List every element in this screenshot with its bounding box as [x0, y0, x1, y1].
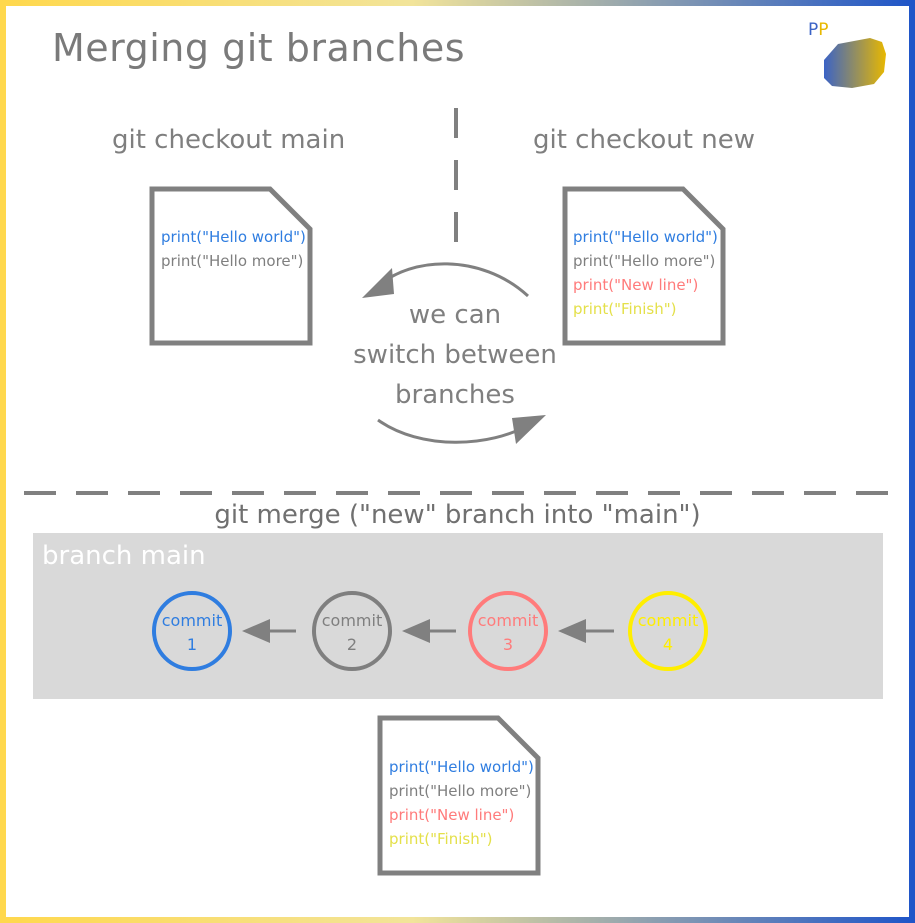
commit-number: 2	[346, 635, 358, 654]
main-code-block: print("Hello world") print("Hello more")	[161, 225, 306, 273]
arrowhead-left-icon	[402, 619, 430, 643]
commit-word: commit	[161, 611, 223, 630]
switch-text-line: switch between	[353, 340, 557, 370]
page-title: Merging git branches	[52, 26, 466, 70]
switch-arrowhead-left	[362, 268, 394, 298]
document-merged-shape	[377, 715, 541, 876]
logo-letter-1: P	[808, 20, 819, 40]
commit-number: 3	[502, 635, 514, 654]
commit-word: commit	[321, 611, 383, 630]
code-line: print("Hello more")	[389, 782, 532, 800]
commit-word: commit	[477, 611, 539, 630]
commit-number: 1	[186, 635, 198, 654]
arrowhead-left-icon	[558, 619, 586, 643]
commit-word: commit	[637, 611, 699, 630]
branch-main-title: branch main	[42, 541, 206, 571]
logo	[808, 20, 888, 94]
merged-code-block: print("Hello world") print("Hello more")…	[389, 755, 534, 851]
code-line: print("Hello world")	[161, 228, 306, 246]
code-line: print("Hello more")	[161, 252, 304, 270]
new-code-block: print("Hello world") print("Hello more")…	[573, 225, 718, 321]
switch-text: we can switch between branches	[330, 295, 580, 415]
merge-title: git merge ("new" branch into "main")	[214, 500, 701, 530]
code-line: print("New line")	[389, 806, 515, 824]
logo-text: PP	[808, 20, 829, 40]
commit-1: commit 1	[152, 591, 232, 671]
document-new-shape	[562, 186, 726, 346]
arrowhead-left-icon	[242, 619, 270, 643]
commit-number: 4	[662, 635, 674, 654]
logo-icon	[824, 38, 886, 88]
checkout-new-label: git checkout new	[533, 125, 755, 155]
code-line: print("Hello world")	[573, 228, 718, 246]
commit-3: commit 3	[468, 591, 548, 671]
checkout-main-label: git checkout main	[112, 125, 346, 155]
switch-text-line: we can	[408, 300, 502, 330]
switch-text-line: branches	[395, 380, 515, 410]
code-line: print("Hello more")	[573, 252, 716, 270]
commit-2: commit 2	[312, 591, 392, 671]
code-line: print("Hello world")	[389, 758, 534, 776]
document-main-shape	[149, 186, 313, 346]
code-line: print("New line")	[573, 276, 699, 294]
code-line: print("Finish")	[389, 830, 493, 848]
code-line: print("Finish")	[573, 300, 677, 318]
switch-arrowhead-right	[512, 415, 546, 444]
logo-blob	[824, 38, 886, 88]
commit-4: commit 4	[628, 591, 708, 671]
logo-letter-2: P	[818, 20, 829, 40]
